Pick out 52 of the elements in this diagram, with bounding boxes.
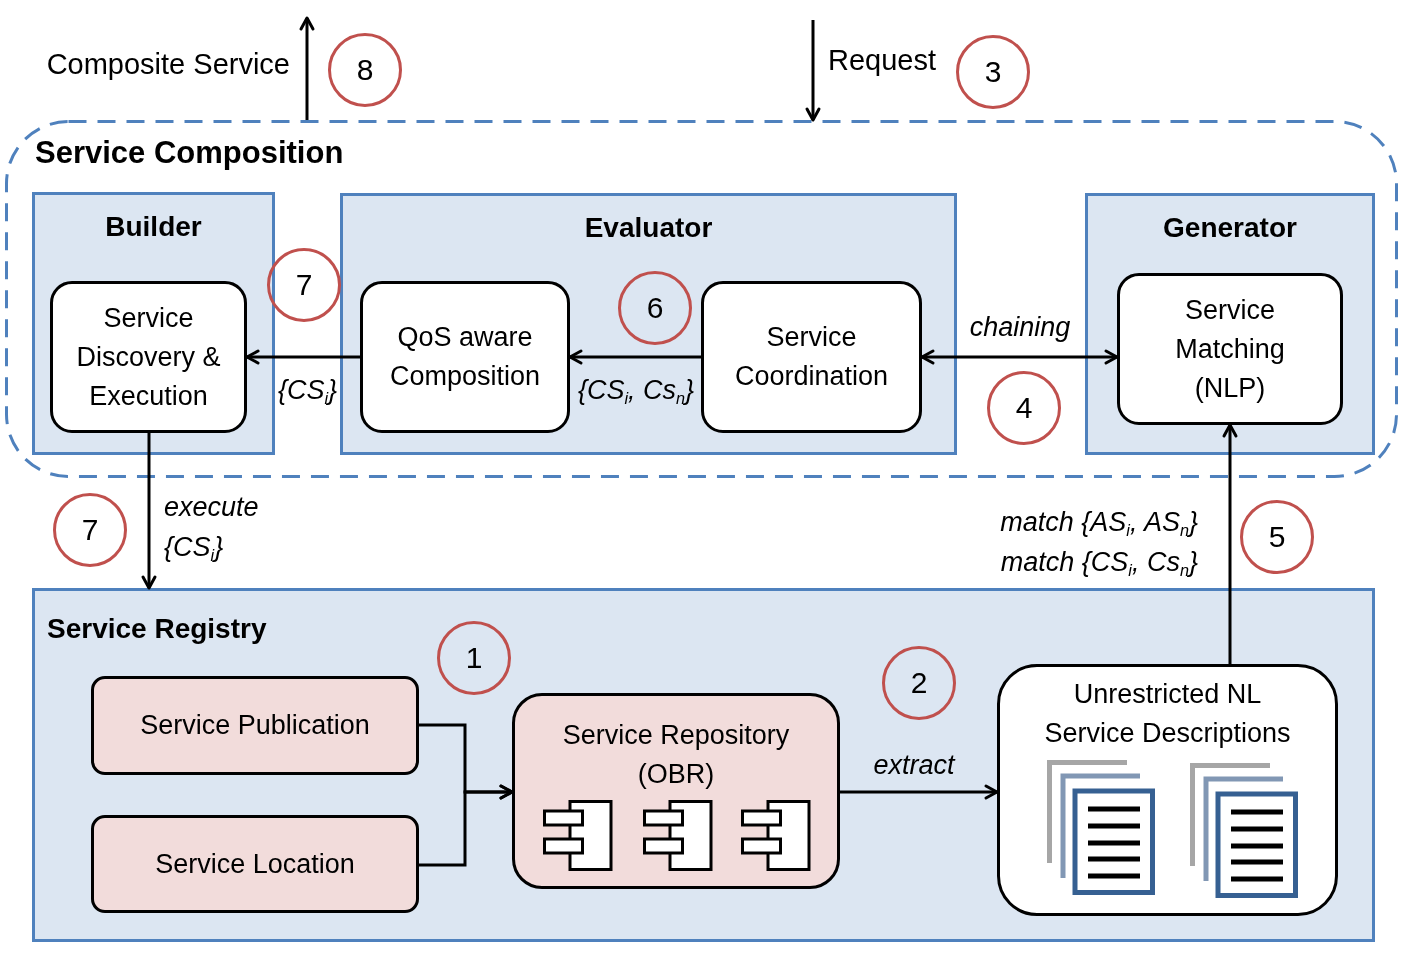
process-box — [91, 815, 419, 913]
component-panel — [1085, 193, 1375, 455]
registry-panel — [32, 588, 1375, 942]
arrow — [299, 16, 315, 120]
edge-label: match {AS$_{i}$, AS$_{n}$} match {CS$_{i}$, Cs$_{n}$} — [999, 506, 1198, 581]
arrow — [141, 433, 157, 590]
panel-title: Service Registry — [47, 613, 267, 645]
edge-label: {CS$_{i}$, Cs$_{n}$} — [576, 374, 696, 409]
process-label: QoS aware Composition — [388, 321, 542, 393]
process-label: Service Location — [154, 847, 356, 881]
panel-title: Builder — [104, 211, 203, 243]
callout-number: 1 — [437, 621, 511, 695]
arrow — [920, 349, 1119, 365]
callout-number: 6 — [618, 271, 692, 345]
callout-number: 7 — [53, 493, 127, 567]
arrow — [1222, 423, 1238, 664]
panel-title: Generator — [1162, 212, 1298, 244]
process-label: Unrestricted NL Service Descriptions — [1043, 678, 1292, 750]
callout-number: 2 — [882, 646, 956, 720]
component-panel — [340, 193, 957, 455]
edge-label: {CS$_{i}$} — [276, 374, 339, 409]
repository-box — [512, 693, 840, 889]
arrow — [419, 784, 514, 867]
edge-label: Composite Service — [45, 47, 290, 82]
process-box — [701, 281, 922, 433]
process-box — [50, 281, 247, 433]
process-label: Service Publication — [139, 709, 371, 742]
callout-number: 5 — [1240, 500, 1314, 574]
arrow — [840, 784, 999, 800]
process-box — [360, 281, 570, 433]
arrow — [805, 20, 821, 122]
component-panel — [32, 192, 275, 455]
callout-number: 8 — [328, 33, 402, 107]
process-label: Service Repository (OBR) — [561, 719, 791, 791]
arrow — [568, 349, 701, 365]
process-label: Service Coordination — [733, 321, 890, 393]
arrow — [245, 349, 360, 365]
callout-number: 7 — [267, 248, 341, 322]
edge-label: Request — [828, 43, 937, 78]
edge-label: execute {CS$_{i}$} — [164, 491, 260, 566]
callout-number: 4 — [987, 371, 1061, 445]
document-store-box — [997, 664, 1338, 916]
edge-label: extract — [872, 749, 957, 782]
process-box — [91, 676, 419, 775]
panel-title: Evaluator — [583, 212, 714, 244]
process-box — [1117, 273, 1343, 425]
composition-boundary — [5, 120, 1398, 478]
callout-number: 3 — [956, 35, 1030, 109]
panel-title: Service Composition — [35, 135, 344, 171]
edge-label: chaining — [968, 311, 1072, 344]
process-label: Service Matching (NLP) — [1174, 293, 1286, 405]
process-label: Service Discovery & Execution — [75, 301, 222, 413]
